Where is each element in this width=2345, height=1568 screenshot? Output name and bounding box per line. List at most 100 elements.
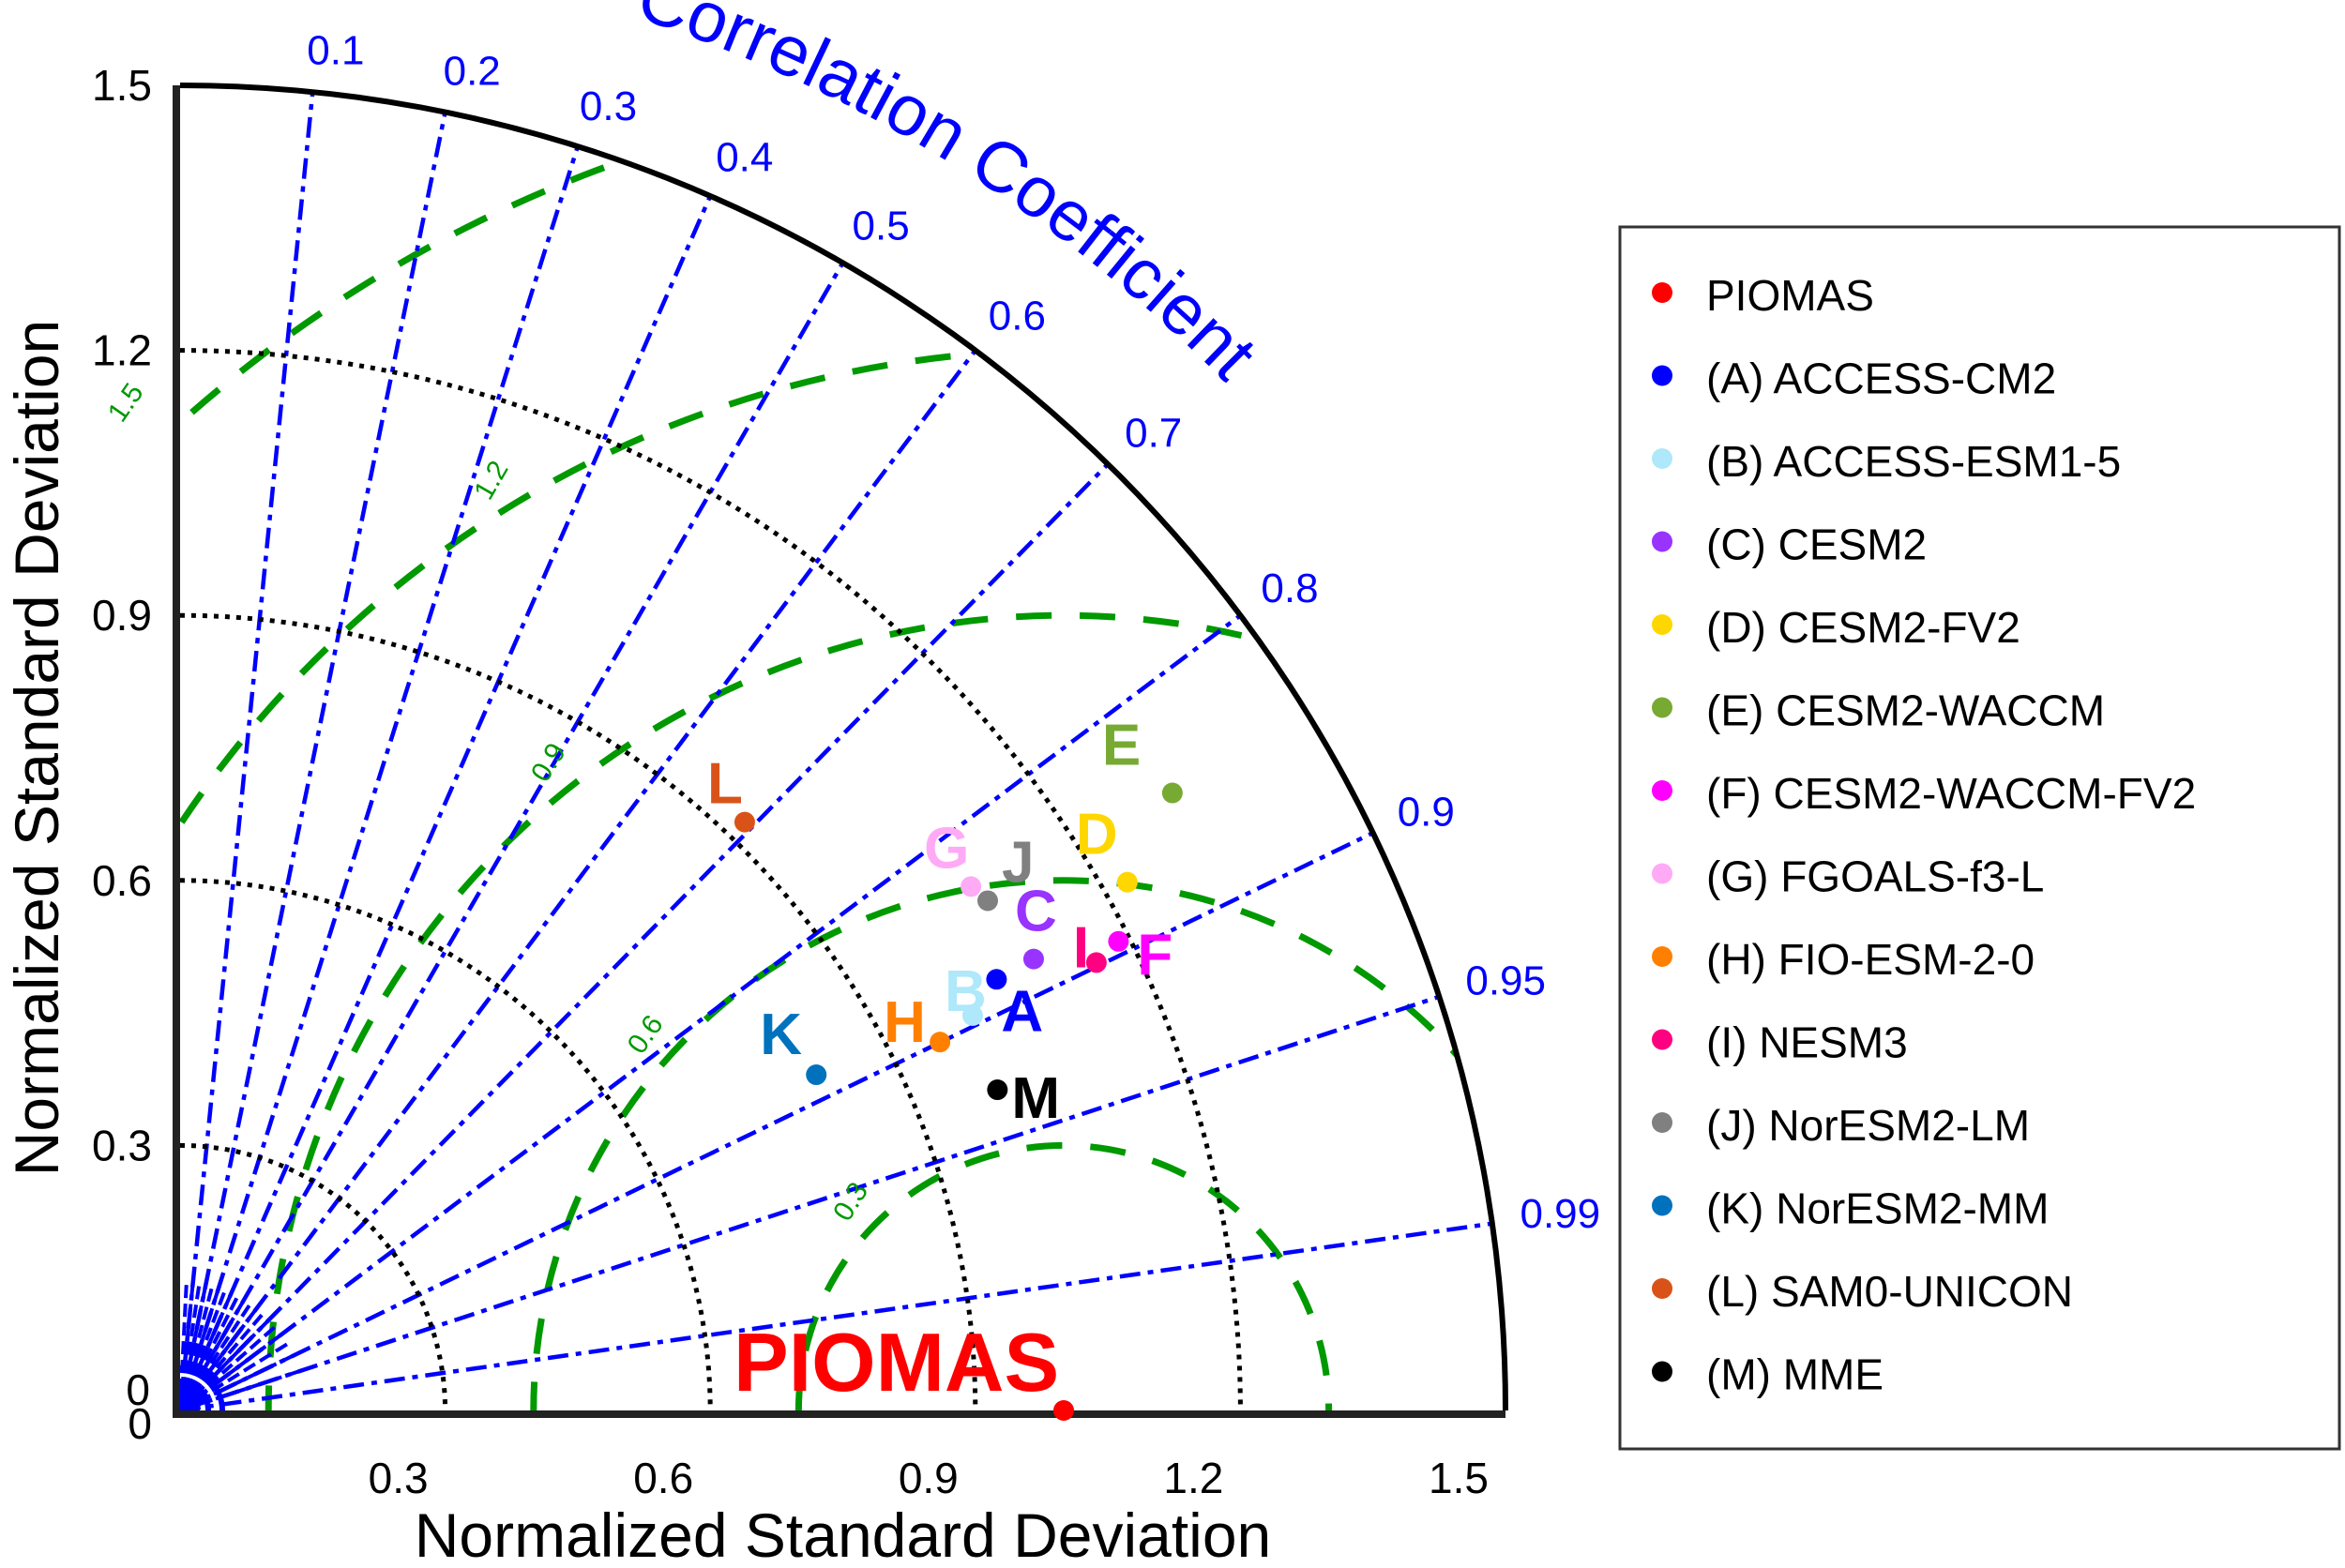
correlation-tick-label: 0.2 (444, 48, 501, 94)
rmsd-label: 0.3 (827, 1177, 874, 1227)
legend: PIOMAS (A) ACCESS-CM2 (B) ACCESS-ESM1-5 (C)… (1618, 225, 2341, 1451)
correlation-tick-label: 0.4 (716, 134, 773, 180)
axes-frame (173, 83, 1508, 1418)
legend-marker (1652, 1195, 1672, 1216)
y-tick-label: 1.5 (92, 61, 152, 110)
correlation-tick-label: 0.3 (580, 83, 637, 129)
legend-box (1618, 225, 2341, 1451)
legend-label: (K) NorESM2-MM (1706, 1184, 2049, 1233)
correlation-lines (177, 91, 1493, 1413)
legend-item: (F) CESM2-WACCM-FV2 (1652, 769, 2196, 818)
rmsd-label: 0.6 (622, 1010, 670, 1060)
legend-item: (K) NorESM2-MM (1652, 1184, 2049, 1233)
data-point-c (1022, 948, 1044, 970)
legend-marker (1652, 614, 1672, 635)
legend-item: (D) CESM2-FV2 (1652, 603, 2020, 652)
legend-item: (E) CESM2-WACCM (1652, 686, 2105, 735)
y-tick-label: 0.6 (92, 856, 152, 905)
rmsd-label: 1.2 (468, 456, 514, 505)
point-label-e: E (1102, 714, 1141, 778)
correlation-line (179, 831, 1374, 1413)
point-label-k: K (760, 1003, 802, 1067)
legend-item: (J) NorESM2-LM (1652, 1101, 2030, 1150)
data-point-l (734, 811, 755, 833)
legend-label: (H) FIO-ESM-2-0 (1706, 935, 2035, 984)
std-arc (179, 348, 1243, 1411)
origin-arc (179, 1391, 200, 1411)
correlation-line (177, 195, 713, 1411)
x-tick-label: 0.9 (899, 1454, 959, 1502)
legend-label: (B) ACCESS-ESM1-5 (1706, 437, 2121, 486)
std-arc (179, 612, 978, 1411)
point-label-b: B (945, 959, 987, 1024)
std-arcs (179, 348, 1243, 1411)
legend-item: (B) ACCESS-ESM1-5 (1652, 437, 2121, 486)
x-tick-label: 0.6 (633, 1454, 693, 1502)
data-point-f (1108, 930, 1129, 952)
legend-item: (G) FGOALS-f3-L (1652, 852, 2044, 901)
point-label-a: A (1001, 979, 1043, 1044)
origin-label: 0 (128, 1399, 152, 1448)
origin-arc (179, 1365, 225, 1411)
x-tick-label: 0.3 (369, 1454, 429, 1502)
legend-label: (C) CESM2 (1706, 520, 1927, 569)
correlation-tick-label: 0.99 (1520, 1191, 1600, 1237)
data-point-e (1161, 782, 1183, 804)
point-label-d: D (1076, 803, 1118, 867)
y-tick-label: 0.9 (92, 591, 152, 640)
point-label-h: H (884, 990, 926, 1055)
legend-marker (1652, 946, 1672, 967)
correlation-minor-line (179, 1367, 306, 1412)
point-label-g: G (924, 816, 969, 881)
data-point-d (1116, 871, 1138, 893)
y-tick-label: 1.2 (92, 326, 152, 375)
legend-label: PIOMAS (1706, 271, 1874, 320)
legend-item: (A) ACCESS-CM2 (1652, 354, 2056, 403)
correlation-line (179, 1221, 1493, 1413)
correlation-tick-label: 0.5 (853, 204, 910, 249)
rmsd-label: 1.5 (102, 378, 150, 428)
legend-marker (1652, 365, 1672, 386)
correlation-tick-label: 0.7 (1125, 410, 1182, 456)
legend-marker (1652, 863, 1672, 884)
legend-label: (L) SAM0-UNICON (1706, 1267, 2073, 1316)
legend-item: PIOMAS (1652, 271, 1874, 320)
data-point-k (806, 1064, 827, 1086)
point-label-j: J (1002, 830, 1034, 895)
correlation-line (178, 613, 1242, 1412)
correlation-line (177, 145, 581, 1411)
legend-item: (H) FIO-ESM-2-0 (1652, 935, 2035, 984)
legend-label: (M) MME (1706, 1350, 1884, 1399)
rmsd-label: 0.9 (525, 738, 572, 788)
data-point-h (930, 1032, 951, 1053)
outer-arc (179, 83, 1508, 1411)
legend-marker (1652, 448, 1672, 469)
legend-label: (E) CESM2-WACCM (1706, 686, 2105, 735)
correlation-line (177, 91, 315, 1411)
legend-label: (I) NESM3 (1706, 1018, 1908, 1067)
legend-marker (1652, 780, 1672, 801)
legend-marker (1652, 697, 1672, 718)
legend-marker (1652, 282, 1672, 303)
legend-item: (L) SAM0-UNICON (1652, 1267, 2073, 1316)
correlation-title: Correlation Coefficient (628, 0, 1272, 395)
correlation-minor-line (179, 1351, 299, 1412)
correlation-minor-line (178, 1339, 294, 1412)
legend-item: (I) NESM3 (1652, 1018, 1908, 1067)
x-tick-label: 1.5 (1429, 1454, 1489, 1502)
correlation-tick-label: 0.9 (1398, 790, 1455, 836)
legend-label: (D) CESM2-FV2 (1706, 603, 2020, 652)
point-label-c: C (1015, 880, 1057, 944)
correlation-tick-label: 0.1 (307, 27, 364, 73)
origin-label-small: 0 (126, 1365, 150, 1414)
y-axis-title: Normalized Standard Deviation (2, 320, 71, 1176)
correlation-tick-label: 0.95 (1465, 957, 1546, 1003)
point-label-m: M (1011, 1066, 1060, 1131)
point-label-l: L (707, 752, 743, 817)
legend-label: (J) NorESM2-LM (1706, 1101, 2030, 1150)
x-tick-label: 1.2 (1163, 1454, 1223, 1502)
data-point-b (961, 1004, 983, 1026)
